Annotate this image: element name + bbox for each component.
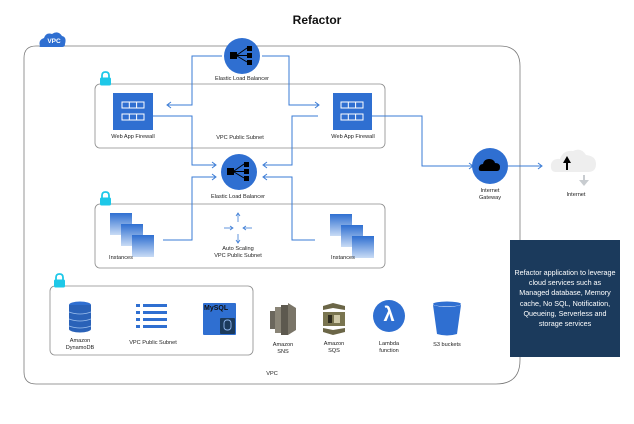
vpc-bottom-label: VPC xyxy=(266,371,278,377)
list-icon xyxy=(136,304,167,328)
auto-scaling-subnet-label: VPC Public Subnet xyxy=(214,253,262,259)
elastic-load-balancer-top-icon xyxy=(224,38,260,74)
data-subnet-box xyxy=(49,285,254,356)
internet-label: Internet xyxy=(566,192,586,198)
lock-icon-top xyxy=(100,71,111,86)
dynamodb-icon xyxy=(68,301,92,333)
lock-icon-bottom xyxy=(54,273,65,288)
instances-left-label: Instances xyxy=(109,255,133,261)
dynamodb-label-2: DynamoDB xyxy=(65,345,95,351)
lambda-label-1: Lambda xyxy=(378,341,400,347)
description-note: Refactor application to leverage cloud s… xyxy=(510,240,620,357)
dynamodb-label-1: Amazon xyxy=(69,338,91,344)
data-list-label: VPC Public Subnet xyxy=(129,340,177,346)
waf-right-label: Web App Firewall xyxy=(331,134,375,140)
mysql-text: MySQL xyxy=(204,305,229,312)
elb-middle-label: Elastic Load Balancer xyxy=(210,194,266,200)
gateway-label-1: Internet xyxy=(480,188,500,194)
gateway-label-2: Gateway xyxy=(478,195,502,201)
sns-label-2: SNS xyxy=(277,349,289,355)
elastic-load-balancer-middle-icon xyxy=(221,154,257,190)
vpc-cloud-badge xyxy=(39,32,66,47)
auto-scaling-subnet-box xyxy=(94,203,386,269)
internet-gateway-icon xyxy=(472,148,508,184)
web-app-firewall-left-icon xyxy=(113,93,153,130)
lambda-glyph: λ xyxy=(383,304,395,326)
diagram-title: Refactor xyxy=(292,13,342,27)
internet-cloud-icon xyxy=(550,149,596,186)
s3-label: S3 buckets xyxy=(433,342,461,348)
auto-scaling-label: Auto Scaling xyxy=(222,246,254,252)
elb-top-label: Elastic Load Balancer xyxy=(214,76,270,82)
instances-right-label: Instances xyxy=(331,255,355,261)
auto-scaling-icon xyxy=(224,212,252,244)
instances-right-icon xyxy=(330,214,374,258)
sns-icon xyxy=(270,303,296,335)
instances-left-icon xyxy=(110,213,154,257)
sqs-icon xyxy=(323,303,345,335)
mysql-icon xyxy=(203,303,236,335)
lambda-icon xyxy=(373,300,405,332)
sqs-label-1: Amazon xyxy=(323,341,345,347)
sns-label-1: Amazon xyxy=(272,342,294,348)
description-note-text: Refactor application to leverage cloud s… xyxy=(514,267,616,329)
lambda-label-2: function xyxy=(379,348,399,354)
waf-left-label: Web App Firewall xyxy=(111,134,155,140)
vpc-badge-label: VPC xyxy=(47,38,61,45)
s3-bucket-icon xyxy=(433,301,461,336)
sqs-label-2: SQS xyxy=(328,348,340,354)
web-app-firewall-right-icon xyxy=(333,93,372,130)
lock-icon-middle xyxy=(100,191,111,206)
public-subnet-top-label: VPC Public Subnet xyxy=(216,135,264,141)
